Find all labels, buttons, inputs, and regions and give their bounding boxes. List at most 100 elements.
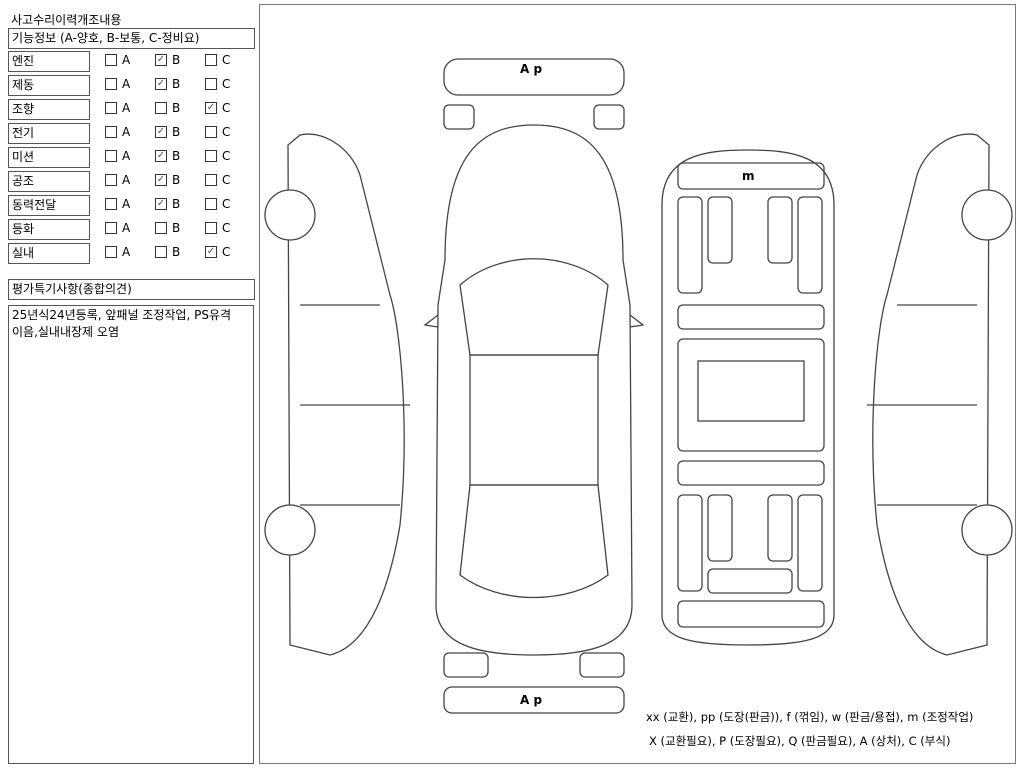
checkbox-label: C: [222, 173, 231, 187]
car-left-side-view: [287, 133, 405, 656]
checkbox-box[interactable]: ✓: [155, 198, 167, 210]
row-label: 제동: [8, 75, 90, 96]
checkbox-label: B: [172, 77, 181, 91]
checkbox-c[interactable]: C: [205, 77, 230, 91]
checkbox-box[interactable]: ✓: [155, 54, 167, 66]
checkbox-label: A: [122, 77, 131, 91]
checkbox-box[interactable]: [105, 54, 117, 66]
function-info-header: 기능정보 (A-양호, B-보통, C-정비요): [8, 28, 255, 49]
checkbox-b[interactable]: B: [155, 101, 180, 115]
checkbox-a[interactable]: A: [105, 53, 130, 67]
roof-mark: m: [742, 169, 755, 183]
checkbox-box[interactable]: ✓: [205, 246, 217, 258]
checkbox-label: C: [222, 149, 231, 163]
checkbox-box[interactable]: [105, 174, 117, 186]
checkbox-b[interactable]: ✓B: [155, 173, 180, 187]
checkbox-box[interactable]: ✓: [155, 150, 167, 162]
checkbox-label: A: [122, 125, 131, 139]
checkbox-box[interactable]: ✓: [205, 102, 217, 114]
checkbox-label: A: [122, 173, 131, 187]
checkbox-b[interactable]: ✓B: [155, 125, 180, 139]
checkbox-box[interactable]: [105, 78, 117, 90]
checkbox-a[interactable]: A: [105, 125, 130, 139]
car-diagram-panel: A p A p m xx (교환), pp (도장(판금)), f (꺾임), …: [259, 4, 1016, 764]
row-label: 전기: [8, 123, 90, 144]
checkbox-label: A: [122, 197, 131, 211]
row-label: 등화: [8, 219, 90, 240]
checkbox-c[interactable]: ✓C: [205, 101, 230, 115]
checkbox-box[interactable]: [205, 150, 217, 162]
section-title: 사고수리이력개조내용: [11, 13, 122, 27]
row-label: 실내: [8, 243, 90, 264]
row-label: 공조: [8, 171, 90, 192]
checkbox-box[interactable]: [205, 54, 217, 66]
checkbox-b[interactable]: ✓B: [155, 53, 180, 67]
checkbox-label: B: [172, 101, 181, 115]
checkbox-box[interactable]: [105, 222, 117, 234]
checkbox-label: C: [222, 53, 231, 67]
checkbox-label: C: [222, 245, 231, 259]
checkbox-b[interactable]: B: [155, 221, 180, 235]
checkbox-box[interactable]: [105, 126, 117, 138]
checkbox-box[interactable]: ✓: [155, 78, 167, 90]
checkbox-box[interactable]: [105, 150, 117, 162]
checkbox-box[interactable]: [105, 246, 117, 258]
checkbox-box[interactable]: [105, 198, 117, 210]
checkbox-label: B: [172, 245, 181, 259]
row-label: 미션: [8, 147, 90, 168]
checkbox-box[interactable]: ✓: [155, 174, 167, 186]
checkbox-label: B: [172, 197, 181, 211]
checkbox-c[interactable]: C: [205, 149, 230, 163]
checkbox-box[interactable]: [205, 78, 217, 90]
rear-bumper-part: [443, 686, 625, 714]
checkbox-a[interactable]: A: [105, 101, 130, 115]
row-label: 조향: [8, 99, 90, 120]
legend-line-2: X (교환필요), P (도장필요), Q (판금필요), A (상처), C …: [649, 734, 951, 748]
checkbox-label: A: [122, 245, 131, 259]
checkbox-box[interactable]: [205, 174, 217, 186]
car-roof-view: [661, 149, 835, 646]
checkbox-label: A: [122, 149, 131, 163]
checkbox-label: C: [222, 125, 231, 139]
checkbox-b[interactable]: ✓B: [155, 197, 180, 211]
checkbox-c[interactable]: ✓C: [205, 245, 230, 259]
checkbox-c[interactable]: C: [205, 197, 230, 211]
checkbox-b[interactable]: ✓B: [155, 149, 180, 163]
checkbox-a[interactable]: A: [105, 77, 130, 91]
checkbox-box[interactable]: [155, 246, 167, 258]
checkbox-box[interactable]: [205, 198, 217, 210]
checkbox-label: A: [122, 53, 131, 67]
row-label: 동력전달: [8, 195, 90, 216]
checkbox-c[interactable]: C: [205, 221, 230, 235]
checkbox-label: C: [222, 221, 231, 235]
checkbox-label: A: [122, 221, 131, 235]
checkbox-b[interactable]: ✓B: [155, 77, 180, 91]
checkbox-a[interactable]: A: [105, 245, 130, 259]
checkbox-label: C: [222, 197, 231, 211]
rear-bumper-mark: A p: [520, 693, 543, 707]
checkbox-a[interactable]: A: [105, 221, 130, 235]
front-bumper-mark: A p: [520, 62, 543, 76]
checkbox-box[interactable]: [105, 102, 117, 114]
checkbox-box[interactable]: [205, 222, 217, 234]
row-label: 엔진: [8, 51, 90, 72]
front-bumper-part: [443, 58, 625, 96]
car-top-view: [435, 124, 633, 656]
checkbox-c[interactable]: C: [205, 173, 230, 187]
checkbox-label: B: [172, 149, 181, 163]
checkbox-box[interactable]: [205, 126, 217, 138]
checkbox-a[interactable]: A: [105, 197, 130, 211]
checkbox-a[interactable]: A: [105, 149, 130, 163]
checkbox-label: B: [172, 173, 181, 187]
remarks-header: 평가특기사항(종합의견): [8, 279, 255, 300]
checkbox-c[interactable]: C: [205, 125, 230, 139]
checkbox-c[interactable]: C: [205, 53, 230, 67]
checkbox-label: C: [222, 101, 231, 115]
checkbox-box[interactable]: [155, 222, 167, 234]
remarks-textarea[interactable]: 25년식24년등록, 앞패널 조정작업, PS유격 이음,실내내장제 오염: [8, 305, 254, 764]
checkbox-a[interactable]: A: [105, 173, 130, 187]
checkbox-box[interactable]: [155, 102, 167, 114]
checkbox-box[interactable]: ✓: [155, 126, 167, 138]
checkbox-label: B: [172, 125, 181, 139]
checkbox-b[interactable]: B: [155, 245, 180, 259]
